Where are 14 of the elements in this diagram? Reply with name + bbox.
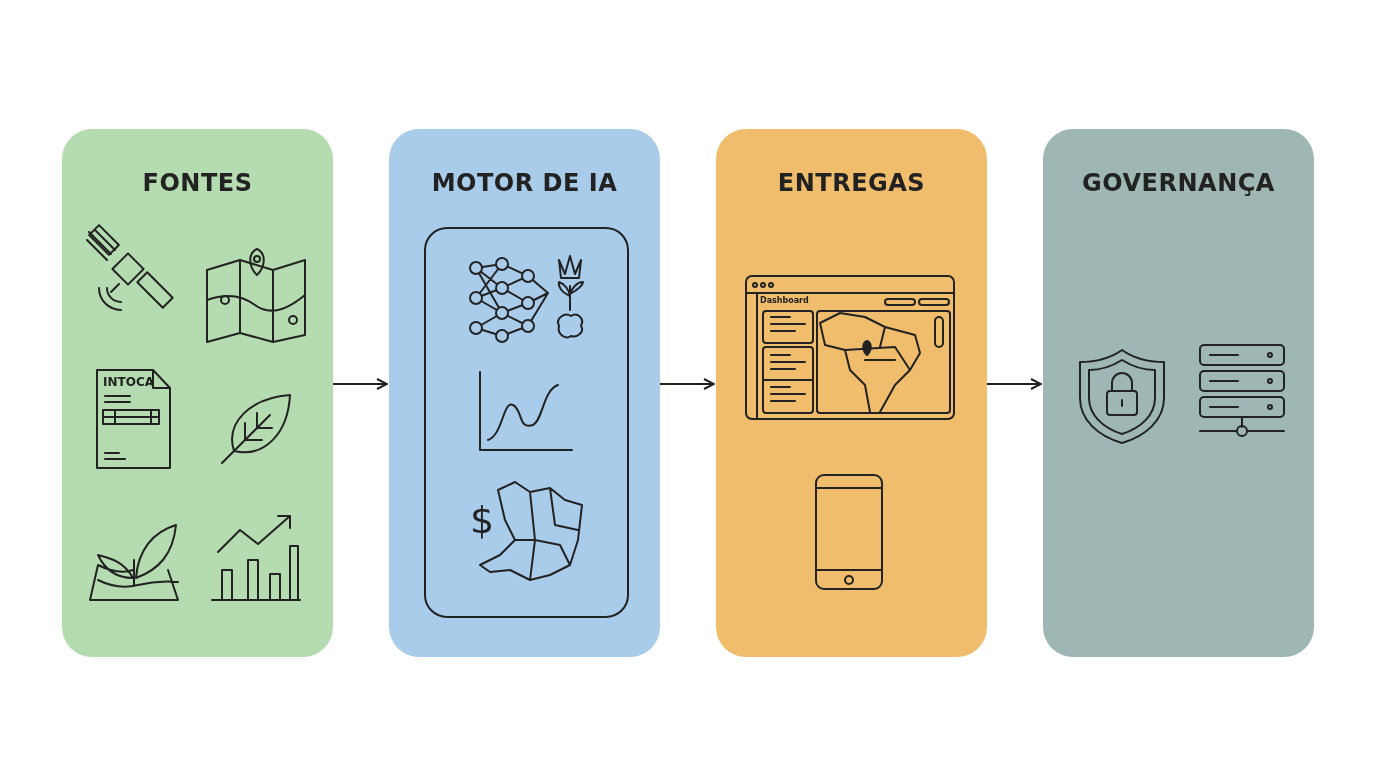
stage-panel (1043, 129, 1314, 657)
arrow (986, 378, 1042, 390)
panel-title: MOTOR DE IA (430, 169, 619, 197)
panel-title: GOVERNANÇA (1081, 169, 1276, 197)
icon-text: INTOCA (103, 376, 154, 388)
icon-text: Dashboard (760, 297, 809, 305)
icon-text: $ (470, 501, 495, 539)
arrow (659, 378, 715, 390)
panel-title: ENTREGAS (776, 169, 927, 197)
stage-panel (716, 129, 987, 657)
stage-panel (62, 129, 333, 657)
arrow (332, 378, 388, 390)
stage-panel (389, 129, 660, 657)
panel-title: FONTES (141, 169, 254, 197)
